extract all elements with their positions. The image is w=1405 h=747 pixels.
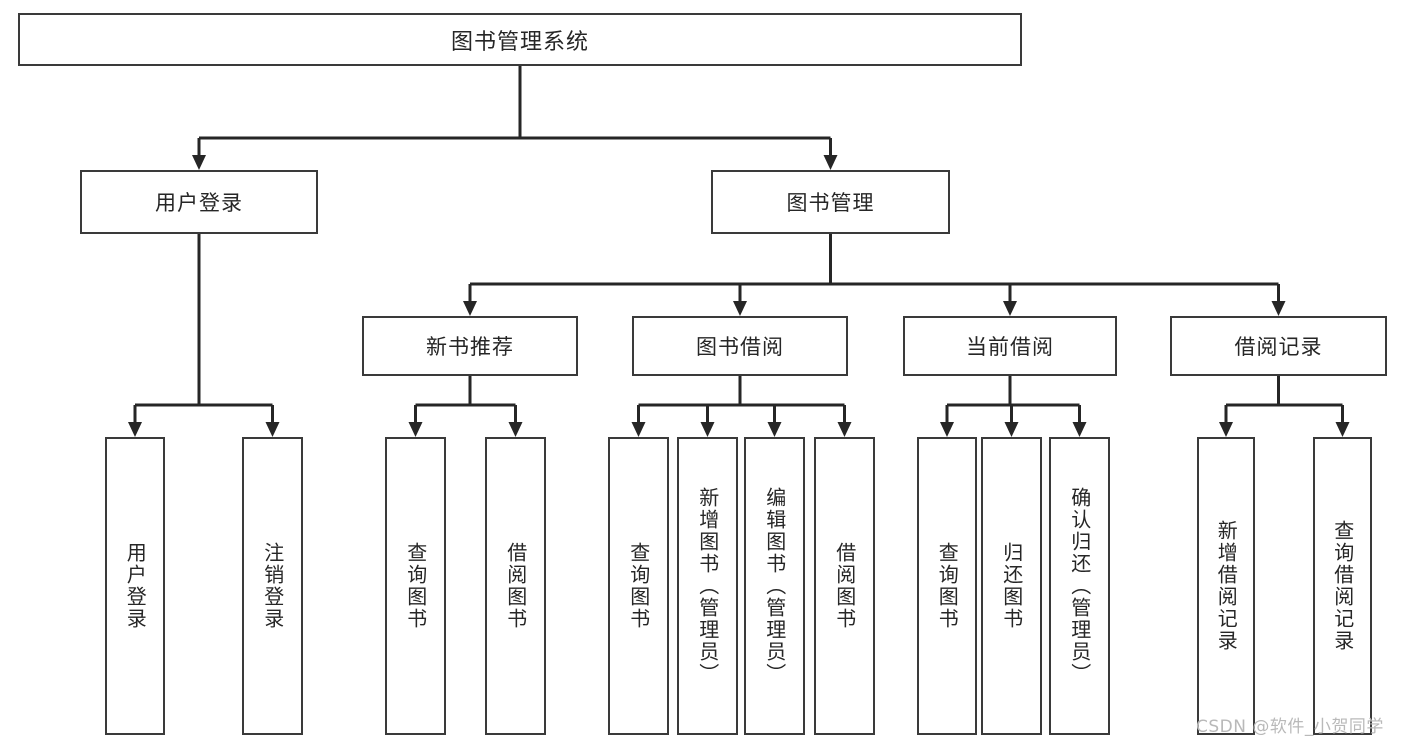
node-user-login[interactable]: 用户登录	[80, 170, 318, 234]
arrow-head-icon	[733, 301, 747, 316]
node-leaf-borrow-book-1[interactable]: 借阅图书	[485, 437, 546, 735]
node-label: 查询图书	[626, 542, 651, 630]
node-leaf-add-book[interactable]: 新增图书（管理员）	[677, 437, 738, 735]
arrow-head-icon	[1072, 422, 1087, 437]
node-new-book-rec[interactable]: 新书推荐	[362, 316, 578, 376]
node-label: 查询图书	[403, 542, 428, 630]
node-current-borrow[interactable]: 当前借阅	[903, 316, 1117, 376]
node-label: 查询借阅记录	[1330, 520, 1355, 652]
node-leaf-edit-book[interactable]: 编辑图书（管理员）	[744, 437, 805, 735]
arrow-head-icon	[940, 422, 954, 437]
node-label: 借阅图书	[832, 542, 857, 630]
arrow-head-icon	[265, 422, 280, 437]
node-label: 确认归还（管理员）	[1067, 487, 1092, 685]
arrow-head-icon	[700, 422, 715, 437]
node-leaf-add-record[interactable]: 新增借阅记录	[1197, 437, 1255, 735]
node-label: 注销登录	[260, 542, 285, 630]
arrow-head-icon	[128, 422, 142, 437]
arrow-head-icon	[1271, 301, 1286, 316]
node-label: 借阅图书	[503, 542, 528, 630]
node-leaf-confirm-return[interactable]: 确认归还（管理员）	[1049, 437, 1110, 735]
node-leaf-query-record[interactable]: 查询借阅记录	[1313, 437, 1372, 735]
node-label: 新书推荐	[426, 335, 514, 359]
node-leaf-user-login[interactable]: 用户登录	[105, 437, 165, 735]
node-leaf-borrow-book-2[interactable]: 借阅图书	[814, 437, 875, 735]
arrow-head-icon	[408, 422, 423, 437]
arrow-head-icon	[837, 422, 852, 437]
arrow-head-icon	[1219, 422, 1233, 437]
node-label: 用户登录	[123, 542, 148, 630]
arrow-head-icon	[192, 155, 206, 170]
node-borrow-record[interactable]: 借阅记录	[1170, 316, 1387, 376]
node-book-manage[interactable]: 图书管理	[711, 170, 950, 234]
node-label: 图书借阅	[696, 335, 784, 359]
node-label: 当前借阅	[966, 335, 1054, 359]
node-leaf-query-book-3[interactable]: 查询图书	[917, 437, 977, 735]
node-label: 归还图书	[999, 542, 1024, 630]
arrow-head-icon	[1335, 422, 1350, 437]
arrow-head-icon	[823, 155, 838, 170]
node-leaf-return-book[interactable]: 归还图书	[981, 437, 1042, 735]
node-book-borrow[interactable]: 图书借阅	[632, 316, 848, 376]
node-label: 新增图书（管理员）	[695, 487, 720, 685]
arrow-head-icon	[631, 422, 646, 437]
arrow-head-icon	[463, 301, 477, 316]
node-label: 图书管理系统	[450, 29, 589, 55]
arrow-head-icon	[1004, 422, 1019, 437]
node-label: 用户登录	[155, 191, 243, 215]
node-root[interactable]: 图书管理系统	[18, 13, 1022, 66]
arrow-head-icon	[767, 422, 782, 437]
node-label: 借阅记录	[1234, 335, 1323, 359]
arrow-head-icon	[1003, 301, 1017, 316]
node-leaf-query-book-1[interactable]: 查询图书	[385, 437, 446, 735]
node-label: 新增借阅记录	[1214, 520, 1239, 652]
node-label: 图书管理	[786, 191, 875, 215]
node-leaf-user-logout[interactable]: 注销登录	[242, 437, 303, 735]
node-leaf-query-book-2[interactable]: 查询图书	[608, 437, 669, 735]
node-label: 编辑图书（管理员）	[762, 487, 787, 685]
arrow-head-icon	[508, 422, 523, 437]
node-label: 查询图书	[935, 542, 960, 630]
